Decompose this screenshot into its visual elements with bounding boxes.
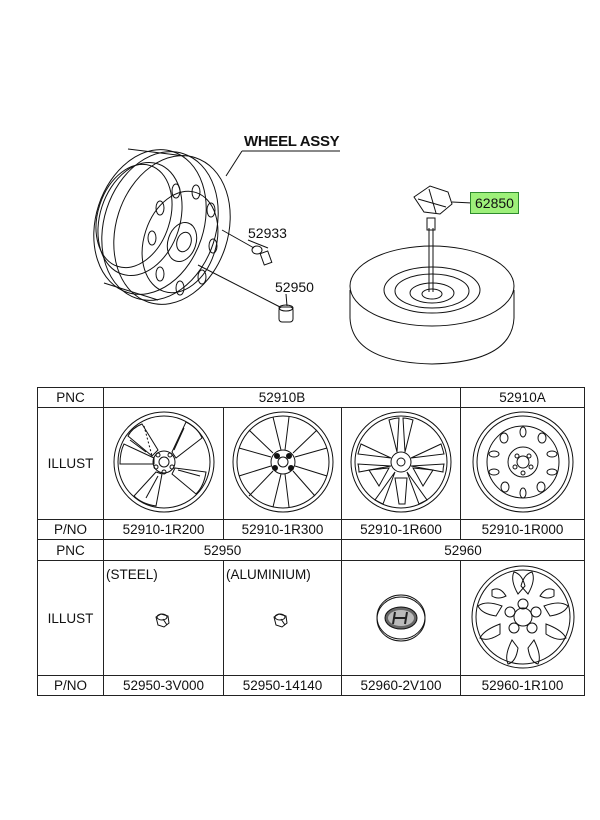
pnc-group-52960: 52960 xyxy=(340,539,586,561)
parts-table: PNC 52910B 52910A ILLUST xyxy=(37,387,586,696)
spare-tire-drawing xyxy=(349,185,515,365)
pnc-label-2: PNC xyxy=(37,539,104,561)
wheel-cover-icon xyxy=(471,565,575,668)
wheel-cover-illust[interactable] xyxy=(460,560,586,676)
callout-52950-leader xyxy=(285,293,288,307)
pnc-group-52910a: 52910A xyxy=(460,387,586,408)
steel-wheel-nut-icon xyxy=(155,613,170,628)
hub-cap-logo-icon xyxy=(376,594,426,641)
part-number-1r300: 52910-1R300 xyxy=(223,519,342,540)
alloy-wheel-5-spoke-icon xyxy=(113,411,214,513)
pnc-group-52910b: 52910B xyxy=(102,387,462,408)
wheel-illust-1r300[interactable] xyxy=(223,407,342,520)
callout-52933-leader xyxy=(247,239,269,249)
pnc-group-52950: 52950 xyxy=(103,539,342,561)
callout-52950: 52950 xyxy=(275,279,314,295)
alloy-wheel-10-spoke-icon xyxy=(232,411,333,513)
aluminium-sub-label: (ALUMINIUM) xyxy=(226,567,311,582)
part-number-1r200: 52910-1R200 xyxy=(103,519,224,540)
steel-sub-label: (STEEL) xyxy=(106,567,158,582)
steel-wheel-icon xyxy=(472,411,574,513)
wheel-assy-label: WHEEL ASSY xyxy=(244,133,340,150)
wheel-illust-1r600[interactable] xyxy=(340,407,462,520)
part-number-3v000: 52950-3V000 xyxy=(103,675,224,696)
illust-label-2: ILLUST xyxy=(37,560,104,676)
pnc-label: PNC xyxy=(37,387,104,408)
part-number-1r100: 52960-1R100 xyxy=(460,675,586,696)
wheel-illust-1r200[interactable] xyxy=(103,407,224,520)
alloy-wheel-split-spoke-icon xyxy=(350,411,452,513)
callout-62850-highlight[interactable]: 62850 xyxy=(470,192,519,214)
center-cap-illust[interactable] xyxy=(340,560,462,676)
nut-illust-steel[interactable]: (STEEL) xyxy=(103,560,224,676)
pno-label: P/NO xyxy=(37,519,104,540)
part-number-1r000: 52910-1R000 xyxy=(460,519,586,540)
steel-wheel-drawing xyxy=(93,148,294,323)
part-number-2v100: 52960-2V100 xyxy=(340,675,462,696)
part-number-1r600: 52910-1R600 xyxy=(340,519,462,540)
illust-label: ILLUST xyxy=(37,407,104,520)
exploded-diagram xyxy=(93,148,515,365)
part-number-14140: 52950-14140 xyxy=(223,675,342,696)
wheel-assy-leader xyxy=(225,150,340,177)
callout-52933: 52933 xyxy=(248,225,287,241)
wheel-illust-1r000[interactable] xyxy=(460,407,586,520)
pno-label-2: P/NO xyxy=(37,675,104,696)
nut-illust-aluminium[interactable]: (ALUMINIUM) xyxy=(223,560,342,676)
aluminium-wheel-nut-icon xyxy=(273,613,288,628)
